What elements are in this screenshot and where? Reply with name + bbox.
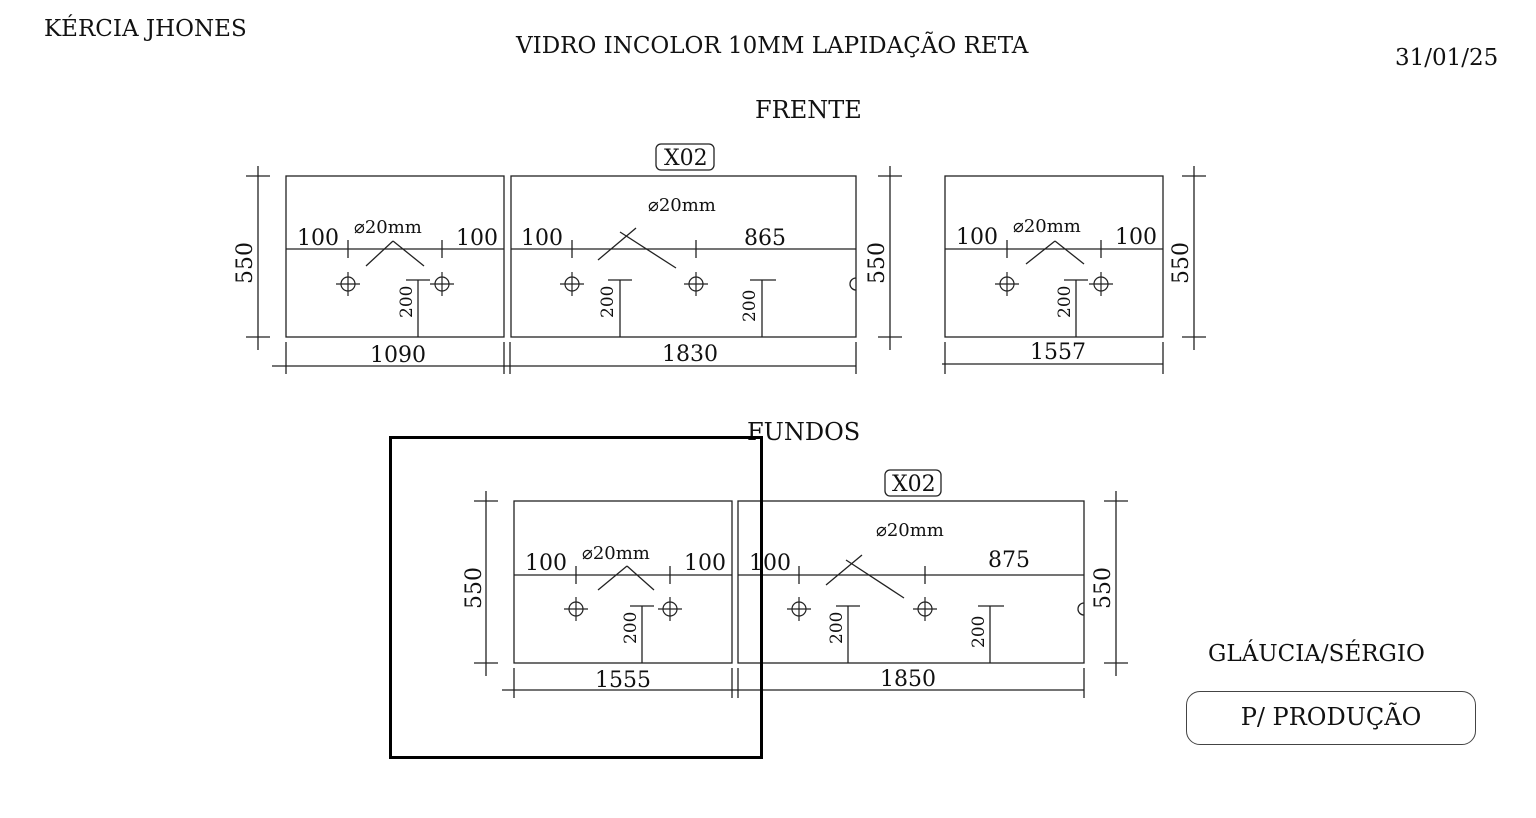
front-panel-3 [942, 166, 1206, 374]
front-panel-3-hole-right [1088, 271, 1114, 297]
back-panel-2-hole-right [912, 596, 938, 622]
front-panel-1-outline [285, 175, 505, 338]
front-p2-right-offset: 865 [744, 226, 786, 251]
front-p1-width: 1090 [370, 343, 426, 368]
back-panel-2-outline [737, 500, 1085, 664]
back-panel-1-outline [513, 500, 733, 664]
back-p1-width: 1555 [595, 668, 651, 693]
front-p2-depth-1: 200 [598, 286, 618, 318]
front-p2-depth-2: 200 [740, 290, 760, 322]
front-p3-hole-label: ⌀20mm [1013, 216, 1081, 237]
back-p2-width: 1850 [880, 667, 936, 692]
front-p1-depth: 200 [397, 286, 417, 318]
front-p3-depth: 200 [1055, 286, 1075, 318]
front-panel-1 [246, 166, 505, 350]
front-panel-3-hole-left [994, 271, 1020, 297]
back-p2-left-offset: 100 [749, 551, 791, 576]
back-p1-left-offset: 100 [525, 551, 567, 576]
back-p1-height: 550 [462, 567, 487, 609]
front-panel-1-hole-right [429, 271, 455, 297]
back-panel-1 [474, 491, 733, 676]
front-p1-hole-label: ⌀20mm [354, 217, 422, 238]
front-p2-height: 550 [865, 242, 890, 284]
front-panel-2-outline [510, 175, 857, 338]
front-section-label: FRENTE [755, 96, 862, 124]
front-panel-3-outline [944, 175, 1164, 338]
front-panel-2 [510, 143, 902, 350]
front-p1-left-offset: 100 [297, 226, 339, 251]
back-panel-2 [737, 469, 1128, 676]
back-p2-depth-2: 200 [969, 616, 989, 648]
front-p1-right-offset: 100 [456, 226, 498, 251]
back-p1-hole-label: ⌀20mm [582, 543, 650, 564]
back-p2-height: 550 [1091, 567, 1116, 609]
document-date: 31/01/25 [1395, 45, 1499, 71]
back-p1-depth: 200 [621, 612, 641, 644]
back-section-label: FUNDOS [747, 418, 861, 446]
front-p2-hole-label: ⌀20mm [648, 195, 716, 216]
front-panel-2-hole-left [559, 271, 585, 297]
back-p2-depth-1: 200 [827, 612, 847, 644]
front-tag: X02 [664, 146, 708, 171]
front-p3-right-offset: 100 [1115, 225, 1157, 250]
back-p2-right-offset: 875 [988, 548, 1030, 573]
front-p3-left-offset: 100 [956, 225, 998, 250]
back-tag: X02 [892, 472, 936, 497]
back-p1-right-offset: 100 [684, 551, 726, 576]
front-p2-width: 1830 [662, 342, 718, 367]
customer-names: GLÁUCIA/SÉRGIO [1208, 641, 1425, 667]
production-status-box: P/ PRODUÇÃO [1186, 691, 1476, 745]
selection-rectangle[interactable] [389, 436, 763, 759]
front-p3-width: 1557 [1030, 340, 1086, 365]
back-p2-hole-label: ⌀20mm [876, 520, 944, 541]
production-status-text: P/ PRODUÇÃO [1240, 703, 1422, 731]
document-title: VIDRO INCOLOR 10MM LAPIDAÇÃO RETA [516, 33, 1029, 59]
back-panel-2-hole-left [786, 596, 812, 622]
front-panel-2-hole-right [683, 271, 709, 297]
client-name: KÉRCIA JHONES [44, 16, 247, 42]
front-p2-left-offset: 100 [521, 226, 563, 251]
front-p1-height: 550 [233, 242, 258, 284]
front-p3-height: 550 [1169, 242, 1194, 284]
front-panel-1-hole-left [335, 271, 361, 297]
